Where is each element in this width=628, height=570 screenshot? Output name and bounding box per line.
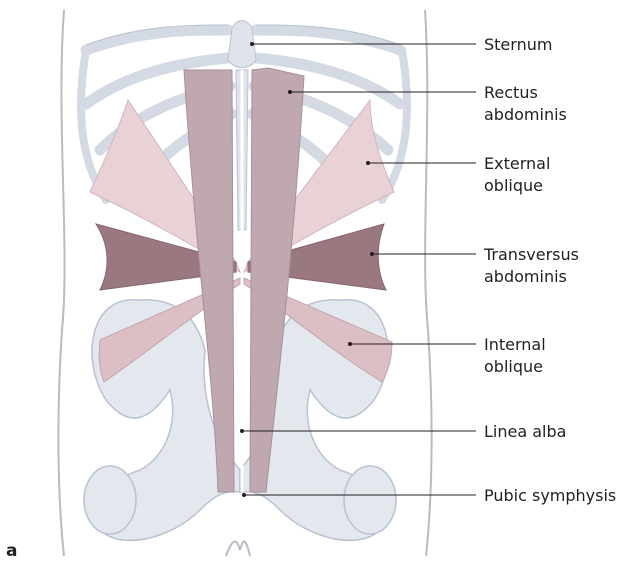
label-rectus-abdominis: Rectus abdominis bbox=[484, 83, 567, 124]
label-transversus-abdominis: Transversus abdominis bbox=[483, 245, 584, 286]
label-pubic-symphysis: Pubic symphysis bbox=[484, 486, 616, 505]
panel-label: a bbox=[6, 541, 17, 561]
label-sternum: Sternum bbox=[484, 35, 552, 54]
label-internal-oblique: Internal oblique bbox=[484, 335, 551, 376]
label-external-oblique: External oblique bbox=[484, 154, 555, 195]
label-linea-alba: Linea alba bbox=[484, 422, 566, 441]
